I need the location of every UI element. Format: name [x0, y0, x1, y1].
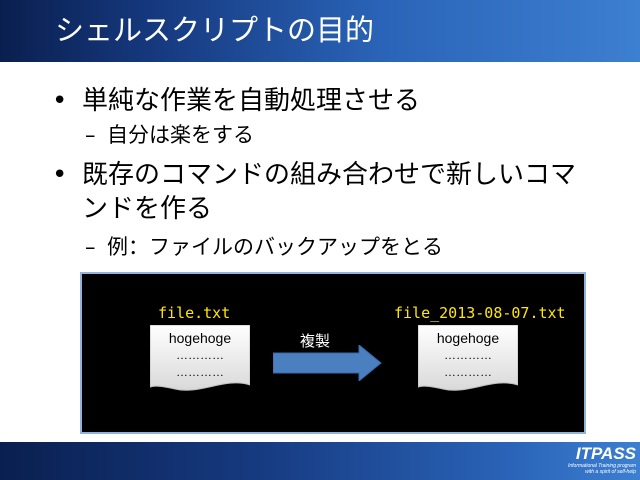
- source-filename: file.txt: [158, 304, 231, 322]
- bullet-marker: •: [52, 160, 68, 190]
- source-line-1: hogehoge: [168, 330, 232, 346]
- sub-bullet-1-text: 自分は楽をする: [107, 123, 254, 147]
- source-line-3: …………: [176, 365, 224, 379]
- sub-bullet-marker: –: [85, 123, 96, 147]
- logo-tagline-1: Informational Training program: [568, 463, 636, 469]
- title-bar: [0, 0, 640, 62]
- source-document-icon: hogehoge ………… …………: [150, 325, 250, 393]
- sub-bullet-2-text: 例：ファイルのバックアップをとる: [107, 235, 443, 259]
- logo-tagline-2: with a spirit of self-help: [585, 469, 636, 475]
- source-line-2: …………: [176, 348, 224, 362]
- slide-title: シェルスクリプトの目的: [55, 13, 375, 47]
- copy-label: 複製: [300, 332, 331, 350]
- sub-bullet-marker: –: [85, 235, 96, 259]
- itpass-logo: ITPASS Informational Training program wi…: [558, 445, 636, 479]
- bullet-1-text: 単純な作業を自動処理させる: [82, 86, 421, 116]
- target-document-icon: hogehoge ………… …………: [418, 325, 518, 393]
- target-line-1: hogehoge: [436, 330, 500, 346]
- right-arrow-icon: [273, 345, 382, 381]
- target-line-3: …………: [444, 365, 492, 379]
- target-line-2: …………: [444, 348, 492, 362]
- bullet-2-text-line1: 既存のコマンドの組み合わせで新しいコマ: [82, 160, 577, 190]
- target-filename: file_2013-08-07.txt: [394, 304, 566, 322]
- bullet-marker: •: [52, 86, 68, 116]
- logo-text: ITPASS: [575, 444, 636, 463]
- footer-bar: [0, 442, 640, 480]
- bullet-2-text-line2: ンドを作る: [82, 194, 213, 224]
